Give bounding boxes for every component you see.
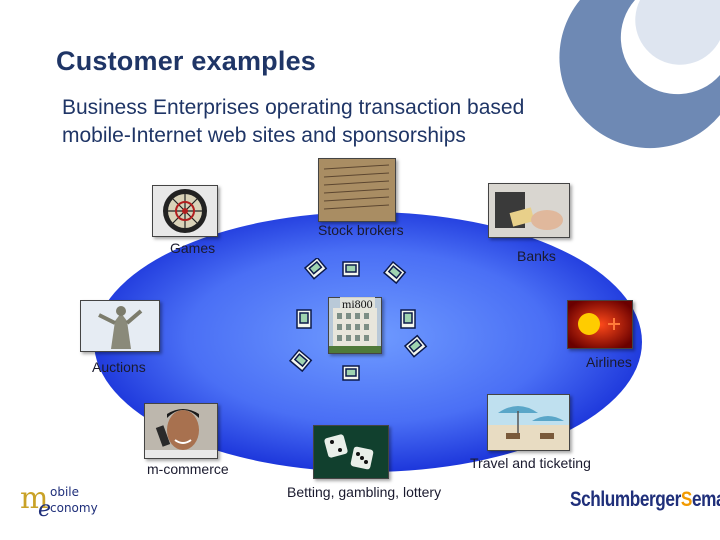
label-stock-brokers: Stock brokers (318, 222, 404, 238)
slide-subtitle: Business Enterprises operating transacti… (62, 94, 524, 150)
label-travel: Travel and ticketing (470, 455, 591, 471)
travel-beach-image (487, 394, 570, 451)
mi800-label: mi800 (340, 297, 375, 312)
corner-ring-decoration (559, 0, 720, 149)
label-betting: Betting, gambling, lottery (287, 484, 442, 500)
slide-title: Customer examples (56, 46, 317, 76)
betting-dice-image (313, 425, 389, 479)
svg-text:conomy: conomy (50, 501, 98, 515)
schlumberger-sema-logo: SchlumbergerSema (570, 488, 720, 512)
phone-icon (403, 334, 428, 358)
phone-icon (303, 258, 328, 280)
auctions-statue-image (80, 300, 160, 352)
phone-icon (400, 309, 416, 329)
mcommerce-phone-man-image (144, 403, 218, 459)
label-banks: Banks (517, 248, 556, 264)
mobile-economy-logo: m obile conomy e (20, 481, 130, 522)
mi800-building-image (328, 297, 382, 354)
label-games: Games (170, 240, 216, 256)
logo-text-b: S (680, 488, 692, 511)
logo-text-c: ema (691, 488, 720, 511)
svg-text:e: e (38, 497, 51, 520)
subtitle-line-1: Business Enterprises operating transacti… (62, 96, 525, 119)
svg-text:m: m (20, 482, 48, 516)
phone-icon (296, 309, 312, 329)
games-dartboard-image (152, 185, 218, 237)
phone-icon (342, 261, 360, 277)
phone-icon (382, 260, 407, 285)
svg-text:obile: obile (50, 485, 79, 499)
phone-icon (288, 348, 313, 373)
label-auctions: Auctions (92, 359, 146, 375)
label-m-commerce: m-commerce (147, 461, 229, 477)
logo-text-a: Schlumberger (570, 488, 681, 511)
stock-newspaper-image (318, 158, 396, 222)
subtitle-line-2: mobile-Internet web sites and sponsorshi… (62, 124, 466, 147)
banks-card-image (488, 183, 570, 238)
label-airlines: Airlines (586, 354, 632, 370)
phone-icon (342, 365, 360, 381)
airlines-sun-image (567, 300, 633, 349)
mobile-devices-ring (288, 258, 428, 381)
